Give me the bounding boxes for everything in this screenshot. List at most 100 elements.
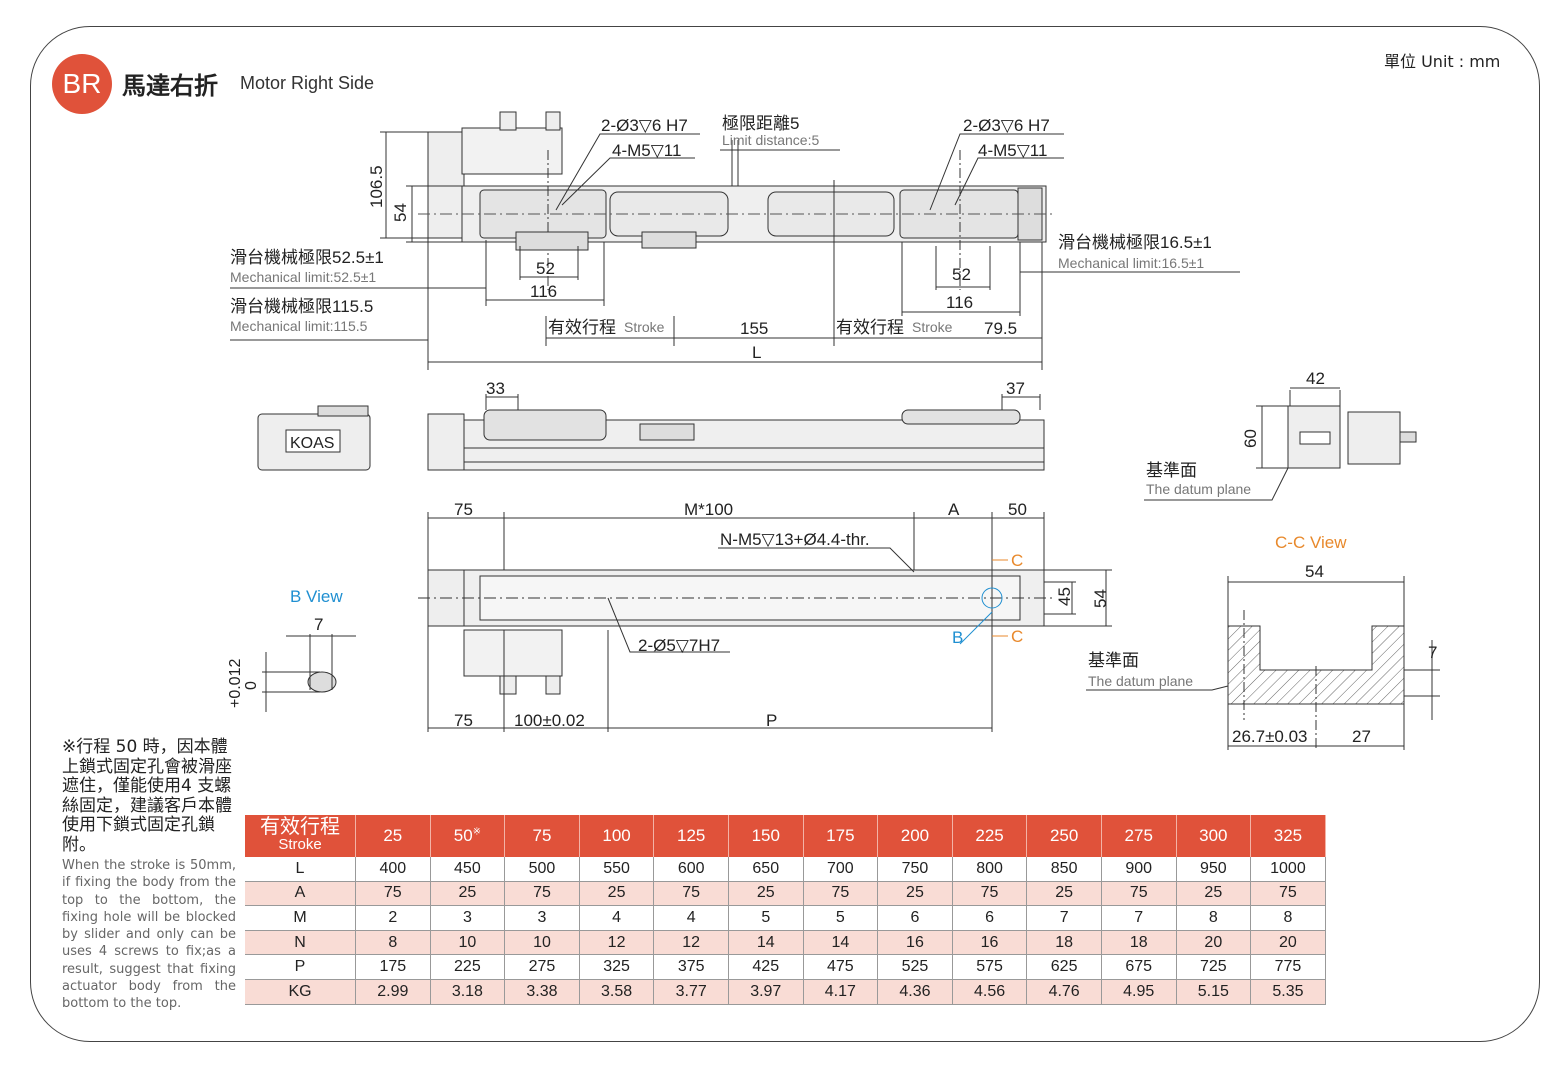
dim-60: 60: [1241, 429, 1260, 448]
table-cell: 675: [1101, 954, 1177, 980]
stroke-cn-left: 有效行程: [548, 318, 616, 337]
hole-label-right-2: 4-M5▽11: [978, 141, 1047, 160]
table-cell: 3.18: [430, 979, 506, 1005]
table-cell: 1000: [1250, 857, 1326, 882]
dim-116-right: 116: [946, 293, 973, 312]
hole-label-left-1: 2-Ø3▽6 H7: [601, 116, 688, 135]
stroke-col: 150: [728, 815, 804, 857]
section-badge: BR: [52, 54, 112, 114]
side-view: [257, 387, 1417, 501]
side-slider-left: [483, 409, 607, 441]
row-label: L: [245, 857, 356, 882]
table-cell: 8: [1176, 905, 1252, 931]
stroke-col: 225: [952, 815, 1028, 857]
cc-dim-54: 54: [1305, 562, 1324, 581]
cc-section: [1227, 625, 1405, 705]
dim-37: 37: [1006, 379, 1025, 398]
table-cell: 650: [728, 857, 804, 882]
header-stroke-cn: 有效行程: [260, 816, 340, 838]
unit-label: 單位 Unit : mm: [1384, 52, 1501, 71]
dim-116-left: 116: [530, 282, 557, 301]
hole-N-label: N-M5▽13+Ø4.4-thr.: [720, 530, 870, 549]
slider-left: [479, 189, 607, 239]
header-stroke-en: Stroke: [278, 836, 322, 853]
dim-42: 42: [1306, 369, 1325, 388]
stroke-col: 25: [355, 815, 431, 857]
table-cell: 3.77: [653, 979, 729, 1005]
dim-A: A: [948, 500, 960, 519]
table-cell: 375: [653, 954, 729, 980]
dim-45: 45: [1055, 587, 1074, 606]
side-view-labels: 33 37 KOAS 42 60 基準面 The datum plane: [290, 369, 1325, 497]
stroke-cn-right: 有效行程: [836, 318, 904, 337]
row-label: P: [245, 954, 356, 980]
mark-c-top: C: [1011, 551, 1023, 570]
stroke-col: 175: [803, 815, 879, 857]
dim-75-bottom: 75: [454, 711, 473, 730]
motor-block-top: [427, 131, 465, 239]
table-cell: 25: [1176, 881, 1252, 907]
table-cell: 575: [952, 954, 1028, 980]
mark-c-bottom: C: [1011, 627, 1023, 646]
table-cell: 10: [504, 930, 580, 956]
table-cell: 5.35: [1250, 979, 1326, 1005]
datum-en-bottom: The datum plane: [1088, 673, 1193, 689]
table-cell: 775: [1250, 954, 1326, 980]
dim-155: 155: [740, 319, 768, 338]
table-cell: 75: [653, 881, 729, 907]
table-cell: 18: [1101, 930, 1177, 956]
stroke-note-mark: ※: [472, 826, 482, 838]
table-cell: 20: [1250, 930, 1326, 956]
table-cell: 25: [1026, 881, 1102, 907]
dim-P: P: [766, 711, 777, 730]
table-cell: 4: [579, 905, 655, 931]
table-cell: 7: [1026, 905, 1102, 931]
page-frame: [30, 26, 1540, 1042]
table-cell: 475: [803, 954, 879, 980]
table-cell: 5: [803, 905, 879, 931]
table-cell: 900: [1101, 857, 1177, 882]
stroke-col: 100: [579, 815, 655, 857]
b-dim-7: 7: [314, 615, 323, 634]
section-title-en: Motor Right Side: [240, 73, 375, 93]
table-cell: 5: [728, 905, 804, 931]
stroke-col: 250: [1026, 815, 1102, 857]
mech-limit-115-en: Mechanical limit:115.5: [230, 318, 368, 334]
dim-L: L: [752, 343, 761, 362]
stroke-col: 75: [504, 815, 580, 857]
dim-79-5: 79.5: [984, 319, 1017, 338]
dim-33: 33: [486, 379, 505, 398]
datum-en-side: The datum plane: [1146, 481, 1251, 497]
table-cell: 2: [355, 905, 431, 931]
bottom-view-labels: 75 M*100 A 50 N-M5▽13+Ø4.4-thr. 2-Ø5▽7H7…: [227, 500, 1437, 746]
stroke-col: 50※: [430, 815, 506, 857]
table-cell: 3: [504, 905, 580, 931]
table-cell: 18: [1026, 930, 1102, 956]
dim-75-top: 75: [454, 500, 473, 519]
table-cell: 14: [728, 930, 804, 956]
table-cell: 425: [728, 954, 804, 980]
table-cell: 750: [877, 857, 953, 882]
table-cell: 25: [579, 881, 655, 907]
limit-en: Limit distance:5: [722, 132, 819, 148]
table-cell: 4: [653, 905, 729, 931]
mech-limit-52-cn: 滑台機械極限52.5±1: [230, 248, 384, 267]
table-cell: 16: [877, 930, 953, 956]
table-cell: 525: [877, 954, 953, 980]
table-cell: 4.17: [803, 979, 879, 1005]
note-cn: ※行程 50 時，因本體上鎖式固定孔會被滑座遮住，僅能使用4 支螺絲固定，建議客…: [62, 737, 232, 855]
motor-block-bottom: [463, 629, 563, 677]
table-cell: 6: [877, 905, 953, 931]
limit-cn: 極限距離5: [722, 114, 799, 133]
table-cell: 25: [877, 881, 953, 907]
table-cell: 4.95: [1101, 979, 1177, 1005]
datum-cn-bottom: 基準面: [1088, 651, 1139, 670]
table-cell: 325: [579, 954, 655, 980]
b-view-slot: [307, 671, 337, 693]
